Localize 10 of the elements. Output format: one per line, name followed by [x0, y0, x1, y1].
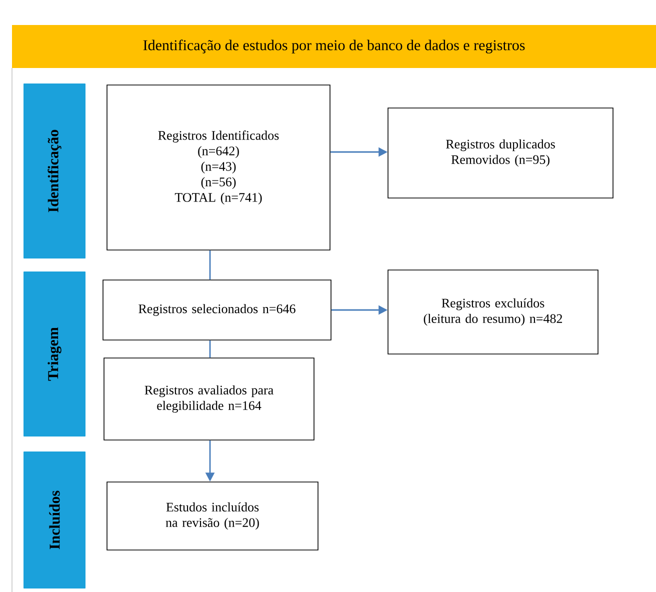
stage-label: Identificação — [20, 80, 88, 262]
process-box: Registros selecionados n=646 — [102, 280, 332, 340]
stage-label: Incluídos — [20, 448, 88, 592]
process-box: Registros Identificados (n=642) (n=43) (n=56) TOTAL (n=741) — [106, 84, 330, 250]
process-box: Estudos incluídos na revisão (n=20) — [106, 482, 318, 550]
process-box: Registros duplicados Removidos (n=95) — [388, 108, 614, 198]
process-box: Registros excluídos (leitura do resumo) n=482 — [388, 270, 598, 354]
title-band: Identificação de estudos por meio de banco de dados e registros — [12, 25, 656, 68]
process-box: Registros avaliados para elegibilidade n=164 — [104, 358, 314, 440]
stage-label: Triagem — [20, 268, 88, 440]
